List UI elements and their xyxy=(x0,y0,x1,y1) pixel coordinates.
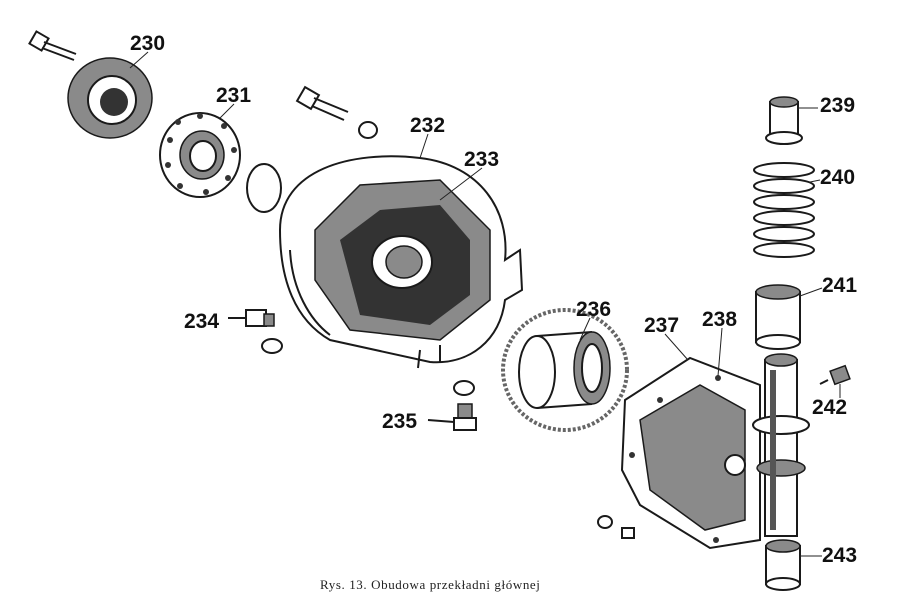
label-236: 236 xyxy=(576,298,611,321)
part-232-housing xyxy=(278,155,524,369)
label-243: 243 xyxy=(822,544,857,567)
part-240-spring xyxy=(753,162,815,258)
figure-caption: Rys. 13. Obudowa przekładni głównej xyxy=(320,577,541,592)
leader-lines xyxy=(129,51,841,557)
part-234-drain-plug xyxy=(228,309,283,354)
bolt-and-washer xyxy=(295,85,378,139)
part-241-bushing xyxy=(755,284,801,350)
label-237: 237 xyxy=(644,314,679,337)
part-237-cover xyxy=(597,356,761,550)
label-240: 240 xyxy=(820,166,855,189)
label-242: 242 xyxy=(812,396,847,419)
part-231-flange xyxy=(159,112,282,213)
label-232: 232 xyxy=(410,114,445,137)
part-235-plug xyxy=(427,380,477,431)
vertical-shaft xyxy=(752,353,810,537)
part-236-bearing xyxy=(501,308,629,432)
label-231: 231 xyxy=(216,84,251,107)
label-235: 235 xyxy=(382,410,417,433)
label-239: 239 xyxy=(820,94,855,117)
label-241: 241 xyxy=(822,274,857,297)
part-242-grease-fitting xyxy=(819,364,851,386)
label-234: 234 xyxy=(184,310,219,333)
part-239-valve xyxy=(765,96,803,145)
part-243-bushing xyxy=(765,539,801,591)
part-230-bolt-and-flange xyxy=(28,30,153,139)
label-233: 233 xyxy=(464,148,499,171)
label-238: 238 xyxy=(702,308,737,331)
label-230: 230 xyxy=(130,32,165,55)
